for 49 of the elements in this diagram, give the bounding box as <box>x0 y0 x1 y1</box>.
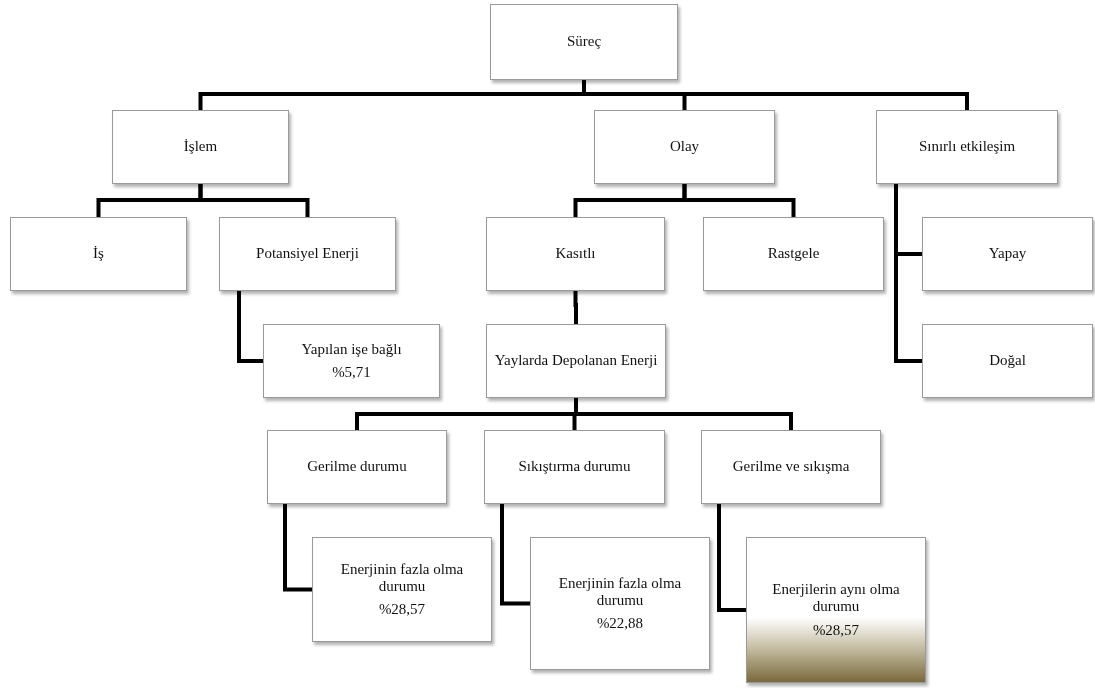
category-box <box>530 537 710 670</box>
box-text: Sıkıştırma durumu <box>518 458 631 476</box>
category-box <box>922 217 1093 291</box>
category-box <box>219 217 396 291</box>
box-text: Yaylarda Depolanan Enerji <box>494 352 658 370</box>
box-text: %5,71 <box>332 364 371 382</box>
box-text: Enerjinin fazla olma durumu <box>339 560 465 596</box>
box-text: Enerjinin fazla olma durumu <box>557 574 683 610</box>
category-box <box>876 110 1058 184</box>
box-text: Sınırlı etkileşim <box>918 138 1016 156</box>
box-text: Potansiyel Enerji <box>256 245 359 263</box>
category-box <box>267 430 447 504</box>
category-box <box>484 430 665 504</box>
box-text: %28,57 <box>378 601 426 619</box>
box-text: Süreç <box>566 33 602 51</box>
box-text: %28,57 <box>812 621 860 639</box>
box-text: İş <box>93 245 104 263</box>
category-box <box>490 4 678 80</box>
category-box <box>10 217 187 291</box>
category-box <box>746 537 926 683</box>
box-text: Yapılan işe bağlı <box>301 340 402 358</box>
category-box <box>594 110 775 184</box>
box-text: %22,88 <box>596 615 644 633</box>
connector-line <box>682 184 796 217</box>
connector-line <box>574 398 793 430</box>
category-box <box>486 324 666 398</box>
connector-line <box>717 504 746 612</box>
connector-line <box>573 291 578 324</box>
category-box <box>701 430 881 504</box>
connector-line <box>582 80 969 110</box>
box-text: Yapay <box>988 245 1027 263</box>
connector-line <box>198 184 310 217</box>
category-box <box>312 537 492 642</box>
box-text: Doğal <box>989 352 1026 370</box>
category-box <box>703 217 884 291</box>
box-text: Enerjilerin aynı olma durumu <box>771 581 901 616</box>
box-text: Gerilme durumu <box>307 458 407 476</box>
connector-line <box>283 504 312 592</box>
box-text: Rastgele <box>767 245 820 263</box>
box-text: Olay <box>669 138 700 156</box>
connector-line <box>500 504 530 606</box>
box-text: Gerilme ve sıkışma <box>732 458 850 476</box>
box-text: Kasıtlı <box>555 245 596 263</box>
connector-line <box>237 291 263 363</box>
category-box <box>486 217 665 291</box>
box-text: İşlem <box>183 138 218 156</box>
category-box <box>922 324 1093 398</box>
category-box <box>263 324 440 398</box>
category-box <box>112 110 289 184</box>
